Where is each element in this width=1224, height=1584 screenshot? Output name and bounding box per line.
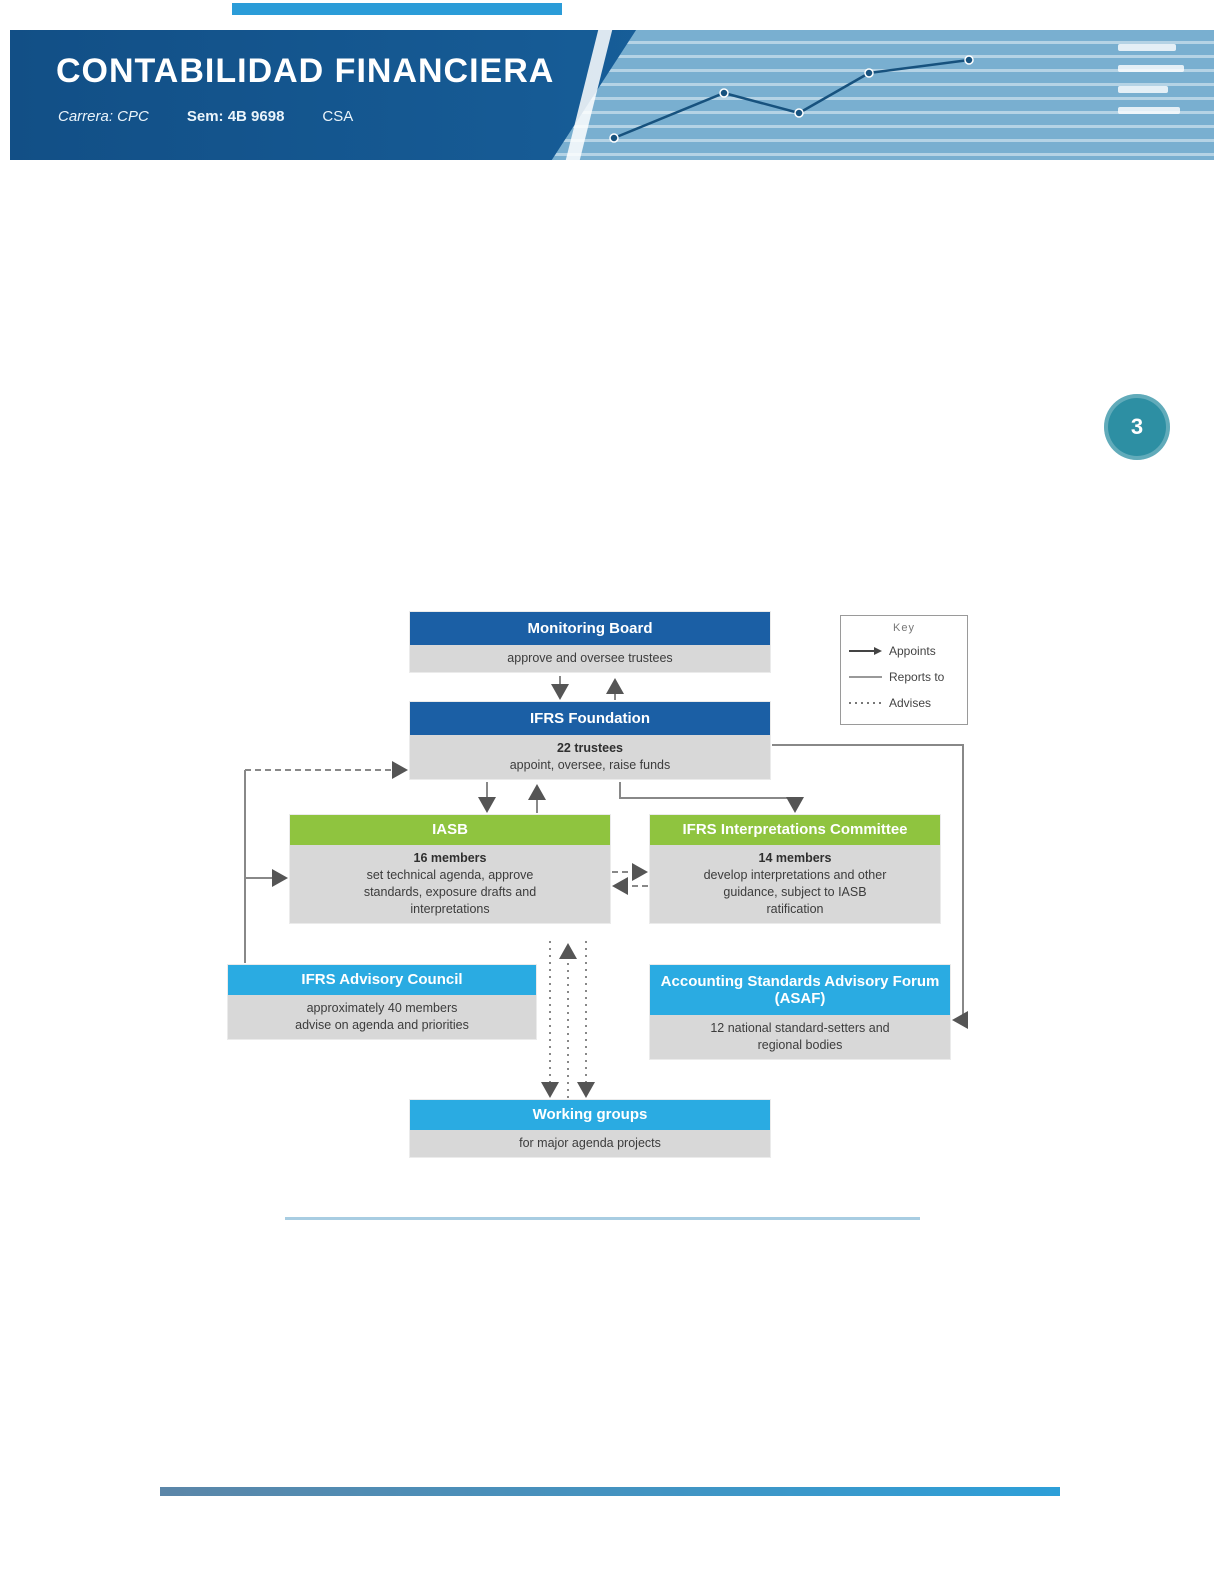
diagram-box-asaf: Accounting Standards Advisory Forum (ASA… <box>650 965 950 1059</box>
box-title: Accounting Standards Advisory Forum (ASA… <box>650 965 950 1015</box>
diagram-box-interpretations-committee: IFRS Interpretations Committee 14 member… <box>650 815 940 923</box>
box-text: for major agenda projects <box>519 1136 661 1150</box>
box-body: for major agenda projects <box>410 1130 770 1157</box>
box-text: appoint, oversee, raise funds <box>509 758 671 772</box>
header-dark-panel <box>10 30 637 160</box>
box-title: Working groups <box>410 1100 770 1130</box>
page-title: CONTABILIDAD FINANCIERA <box>56 52 555 90</box>
diagram-box-advisory-council: IFRS Advisory Council approximately 40 m… <box>228 965 536 1039</box>
box-body: approve and oversee trustees <box>410 645 770 672</box>
trend-chart-decor <box>609 55 974 143</box>
content-divider <box>285 1217 920 1220</box>
box-text: 22 trustees <box>556 741 623 755</box>
box-text: interpretations <box>410 902 490 916</box>
diagram-box-iasb: IASB 16 members set technical agenda, ap… <box>290 815 610 923</box>
header-note-line <box>1118 107 1180 114</box>
header-subtitle: Carrera: CPC Sem: 4B 9698 CSA <box>58 108 353 125</box>
box-text: develop interpretations and other <box>703 868 887 882</box>
solid-arrow-icon <box>849 647 882 655</box>
header-note-line <box>1118 86 1168 93</box>
legend-title: Key <box>893 622 915 634</box>
header-note-line <box>1118 65 1184 72</box>
legend-item-appoints: Appoints <box>849 638 959 664</box>
legend-item-reports: Reports to <box>849 664 959 690</box>
box-body: 14 members develop interpretations and o… <box>650 845 940 923</box>
box-text: 16 members <box>413 851 487 865</box>
diagram-box-ifrs-foundation: IFRS Foundation 22 trustees appoint, ove… <box>410 702 770 779</box>
box-text: approximately 40 members <box>306 1001 458 1015</box>
box-body: 16 members set technical agenda, approve… <box>290 845 610 923</box>
header-note-line <box>1118 44 1176 51</box>
header-note-lines <box>1118 44 1184 114</box>
box-body: 12 national standard-setters and regiona… <box>650 1015 950 1059</box>
box-text: guidance, subject to IASB <box>723 885 867 899</box>
legend-label: Advises <box>889 696 932 710</box>
box-body: approximately 40 members advise on agend… <box>228 995 536 1039</box>
box-text: 14 members <box>758 851 832 865</box>
diagram-box-monitoring-board: Monitoring Board approve and oversee tru… <box>410 612 770 672</box>
box-title: IFRS Interpretations Committee <box>650 815 940 845</box>
box-text: approve and oversee trustees <box>507 651 673 665</box>
diagram-legend: Key Appoints Reports to Advises <box>840 615 968 725</box>
subtitle-segment: Sem: 4B 9698 <box>186 108 285 125</box>
dotted-line-icon <box>849 702 882 704</box>
line-icon <box>849 676 882 678</box>
legend-label: Reports to <box>889 670 945 684</box>
subtitle-segment: Carrera: CPC <box>58 108 149 125</box>
box-text: regional bodies <box>757 1038 843 1052</box>
page-header: CONTABILIDAD FINANCIERA Carrera: CPC Sem… <box>10 30 1214 160</box>
box-body: 22 trustees appoint, oversee, raise fund… <box>410 735 770 779</box>
footer-rule <box>160 1487 1060 1496</box>
box-title: IASB <box>290 815 610 845</box>
box-text: standards, exposure drafts and <box>363 885 537 899</box>
page-number-badge: 3 <box>1104 394 1170 460</box>
legend-label: Appoints <box>889 644 936 658</box>
box-text: ratification <box>766 902 824 916</box>
box-text: 12 national standard-setters and <box>710 1021 890 1035</box>
box-text: set technical agenda, approve <box>366 868 534 882</box>
subtitle-segment: CSA <box>322 108 354 125</box>
box-title: Monitoring Board <box>410 612 770 645</box>
legend-item-advises: Advises <box>849 690 959 716</box>
box-title: IFRS Foundation <box>410 702 770 735</box>
box-text: advise on agenda and priorities <box>295 1018 469 1032</box>
top-accent-strip <box>232 3 562 15</box>
diagram-box-working-groups: Working groups for major agenda projects <box>410 1100 770 1157</box>
box-title: IFRS Advisory Council <box>228 965 536 995</box>
